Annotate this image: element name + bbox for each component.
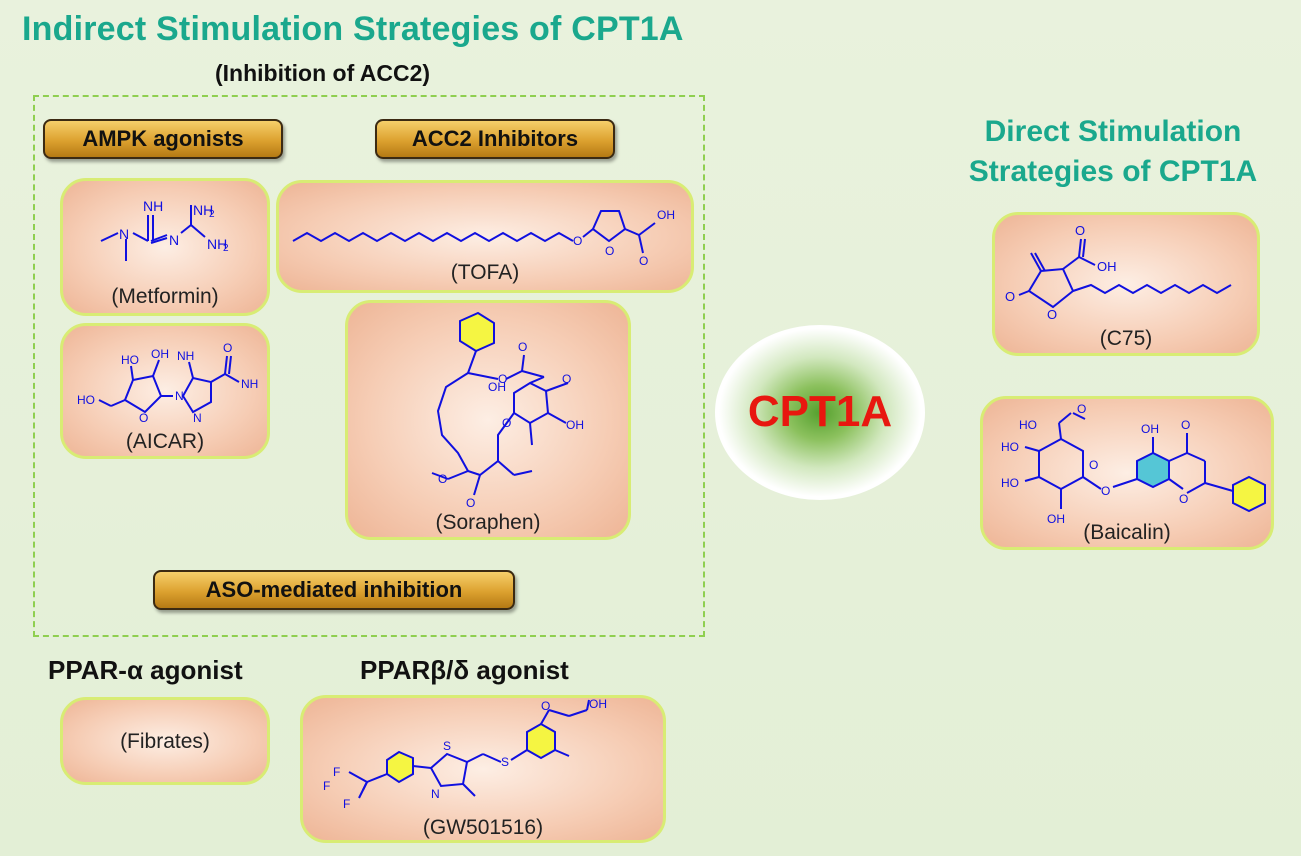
atom-label: OH [151,347,169,361]
ppar-beta-delta-heading: PPARβ/δ agonist [360,655,569,685]
atom-label: O [139,411,148,425]
atom-label: NH [193,202,213,218]
atom-label: HO [1019,418,1037,432]
atom-label: O [1101,484,1110,498]
atom-label: NH [143,198,163,214]
direct-strategies-title: Direct Stimulation Strategies of CPT1A [925,112,1301,192]
cpt1a-node: CPT1A [715,325,925,500]
direct-title-line1: Direct Stimulation [984,115,1242,148]
atom-label: NH [207,236,227,252]
atom-label: F [333,765,340,779]
c75-label: (C75) [1099,327,1153,350]
gw501516-structure: F F F S N S O OH [323,698,607,811]
metformin-structure: N NH N NH 2 NH 2 [100,198,229,261]
direct-title-line2: Strategies of CPT1A [968,155,1258,188]
atom-label: O [1047,307,1057,322]
tofa-box: O O O OH (TOFA) [276,180,694,293]
atom-label: NH [177,349,194,363]
soraphen-box: O O OH O OH O O O (Soraphen) [345,300,631,540]
atom-label: HO [77,393,95,407]
cpt1a-label: CPT1A [747,387,893,436]
atom-label: O [541,699,550,713]
atom-label: S [443,739,451,753]
atom-label: O [573,234,582,248]
atom-label: F [323,779,330,793]
fibrates-box: (Fibrates) [60,697,270,785]
atom-label: HO [1001,476,1019,490]
acc2-inhibitors-pill: ACC2 Inhibitors [375,119,615,159]
atom-label: O [1179,492,1188,506]
atom-label: OH [1047,512,1065,526]
atom-label: S [501,755,509,769]
svg-text:2: 2 [223,243,229,254]
atom-label: OH [488,380,506,394]
atom-label: O [1077,402,1086,416]
aicar-box: HO HO OH O N N NH O NH (AICAR) [60,323,270,459]
tofa-structure: O O O OH [292,208,675,268]
tofa-label: (TOFA) [450,261,520,284]
aicar-label: (AICAR) [125,430,205,453]
baicalin-box: HO O HO HO OH O O OH O O (Baicalin) [980,396,1274,550]
fibrates-label: (Fibrates) [120,730,210,753]
atom-label: NH [241,377,258,391]
gw501516-box: F F F S N S O OH (GW501516) [300,695,666,843]
atom-label: O [1089,458,1098,472]
atom-label: HO [121,353,139,367]
atom-label: O [562,372,571,386]
atom-label: N [169,232,179,248]
soraphen-structure: O O OH O OH O O O [431,311,584,510]
atom-label: O [1005,289,1015,304]
atom-label: N [431,787,440,801]
atom-label: O [1075,223,1085,238]
atom-label: N [119,226,129,242]
atom-label: OH [1097,259,1117,274]
atom-label: N [175,389,184,403]
atom-label: OH [1141,422,1159,436]
atom-label: O [639,254,648,268]
aso-inhibition-pill: ASO-mediated inhibition [153,570,515,610]
atom-label: O [518,340,527,354]
metformin-box: N NH N NH 2 NH 2 (Metformin) [60,178,270,316]
atom-label: OH [657,208,675,222]
c75-structure: O O O OH [1005,223,1232,322]
atom-label: O [605,244,614,258]
gw501516-label: (GW501516) [422,816,544,839]
acc2-inhibition-group [33,95,705,637]
atom-label: O [502,416,511,430]
subtitle: (Inhibition of ACC2) [215,60,431,86]
atom-label: O [438,472,447,486]
atom-label: O [466,496,475,510]
atom-label: N [193,411,202,425]
atom-label: F [343,797,350,811]
atom-label: HO [1001,440,1019,454]
soraphen-label: (Soraphen) [435,511,541,534]
ppar-alpha-heading: PPAR-α agonist [48,655,243,685]
atom-label: O [223,341,232,355]
atom-label: O [498,372,507,386]
baicalin-label: (Baicalin) [1083,521,1171,544]
ampk-agonists-pill: AMPK agonists [43,119,283,159]
atom-label: OH [589,698,607,711]
metformin-label: (Metformin) [111,285,219,308]
baicalin-structure: HO O HO HO OH O O OH O O [1001,402,1266,526]
svg-text:2: 2 [209,209,215,220]
c75-box: O O O OH (C75) [992,212,1260,356]
atom-label: O [1181,418,1190,432]
main-title: Indirect Stimulation Strategies of CPT1A [22,10,684,48]
aicar-structure: HO HO OH O N N NH O NH [77,341,258,425]
atom-label: OH [566,418,584,432]
